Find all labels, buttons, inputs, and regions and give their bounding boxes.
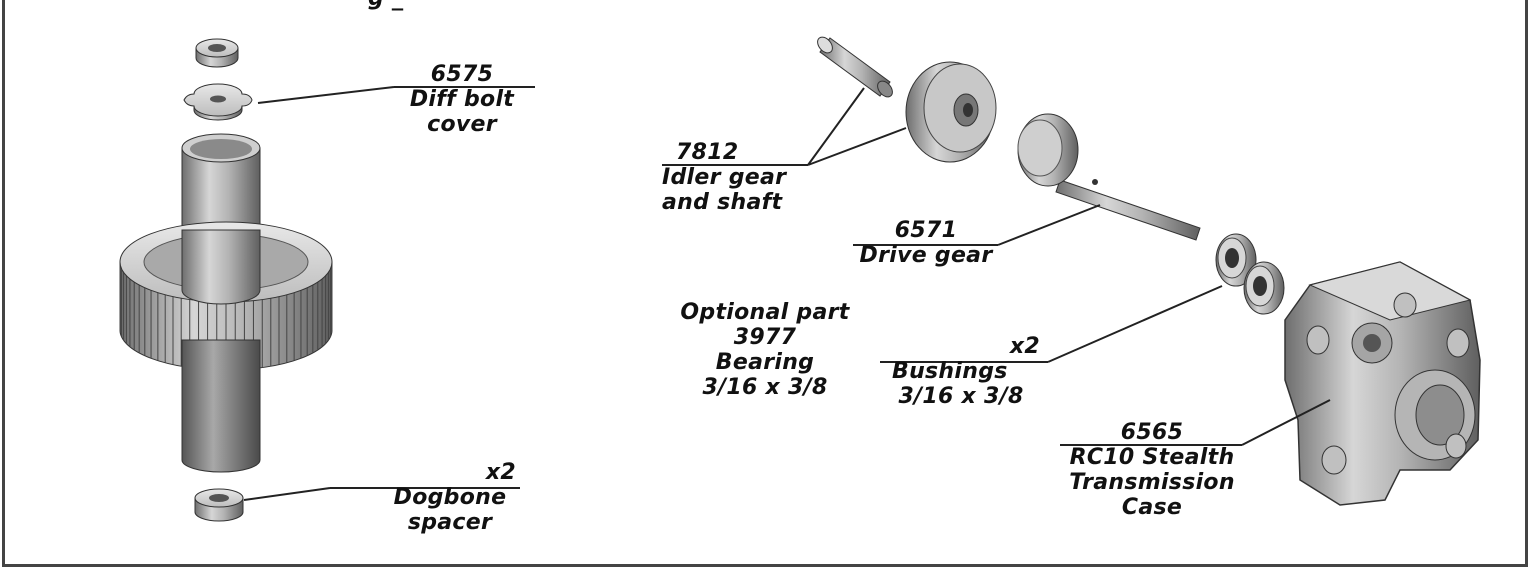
part-name-line: Transmission	[1069, 470, 1235, 495]
part-name-line: cover	[427, 112, 497, 137]
label-bushings: x2 Bushings 3/16 x 3/8	[876, 334, 1046, 409]
leader-7812-shaft	[807, 87, 865, 166]
top-spacer-ring	[195, 38, 239, 68]
dogbone-spacer-part	[194, 488, 244, 522]
part-number: 7812	[676, 140, 739, 165]
part-number: 6571	[894, 218, 958, 243]
diff-bolt-cover-part	[183, 83, 253, 121]
label-dogbone-spacer: x2 Dogbone spacer	[380, 460, 520, 535]
part-name-line: and shaft	[662, 190, 783, 215]
part-name-line: spacer	[407, 510, 493, 535]
label-drive-gear: 6571 Drive gear	[853, 218, 999, 268]
part-number: 6565	[1120, 420, 1184, 445]
leader-dogbone	[243, 487, 331, 501]
part-name-line: Diff bolt	[409, 87, 515, 112]
header-partial-title: g _	[368, 0, 403, 11]
optional-heading: Optional part	[680, 300, 850, 325]
part-name-line: Dogbone	[393, 485, 507, 510]
label-optional-bearing: Optional part 3977 Bearing 3/16 x 3/8	[660, 300, 870, 400]
part-name-line: Drive gear	[859, 243, 993, 268]
leader-bushings	[1047, 285, 1223, 363]
idler-shaft-part	[817, 36, 893, 98]
leader-6575	[257, 86, 395, 104]
part-name-line: Idler gear	[662, 165, 787, 190]
part-number: 6575	[430, 62, 494, 87]
part-name-line: 3/16 x 3/8	[702, 375, 828, 400]
part-name-line: Bearing	[715, 350, 815, 375]
idler-gear-part	[905, 61, 997, 163]
drive-gear-part	[1017, 113, 1201, 241]
label-transmission-case: 6565 RC10 Stealth Transmission Case	[1060, 420, 1244, 520]
transmission-case-part	[1284, 261, 1481, 506]
part-name-line: Bushings	[892, 359, 1008, 384]
qty-badge: x2	[485, 460, 516, 485]
qty-badge: x2	[1009, 334, 1040, 359]
leader-6565	[1241, 399, 1331, 446]
part-name-line: Case	[1121, 495, 1183, 520]
bushing-part-2	[1243, 261, 1285, 315]
bushing-part-1	[1215, 233, 1257, 287]
label-diff-bolt-cover: 6575 Diff bolt cover	[396, 62, 528, 137]
part-number: 3977	[733, 325, 797, 350]
part-name-line: RC10 Stealth	[1069, 445, 1235, 470]
leader-7812-gear	[807, 127, 907, 166]
label-idler-gear: 7812 Idler gear and shaft	[662, 140, 808, 215]
leader-6571	[997, 204, 1101, 246]
part-name-line: 3/16 x 3/8	[898, 384, 1024, 409]
diff-gear-shaft-part	[119, 133, 333, 473]
